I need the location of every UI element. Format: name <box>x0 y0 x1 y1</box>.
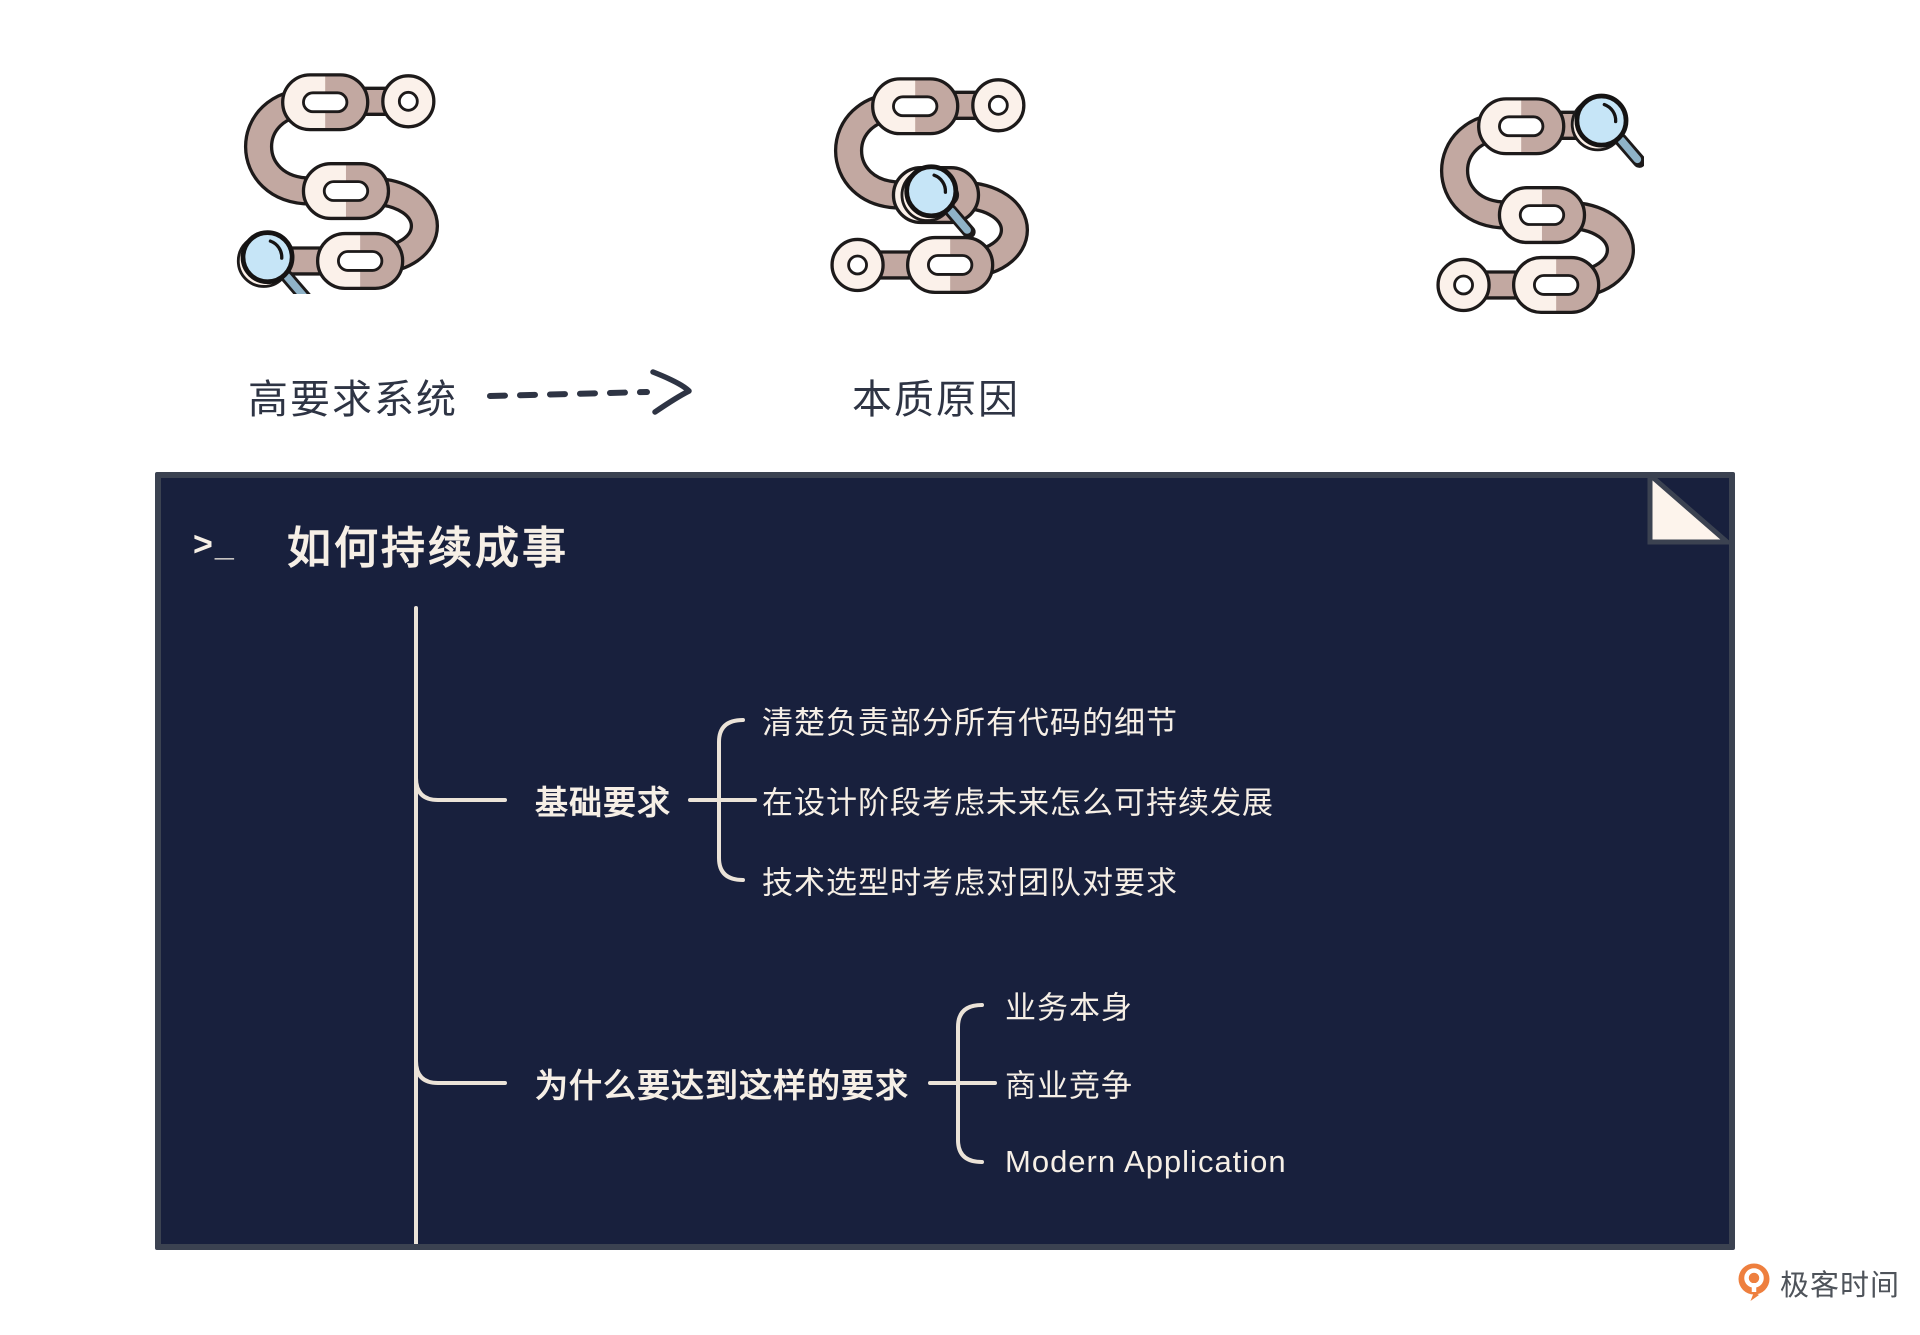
tree-leaf: Modern Application <box>1005 1144 1287 1179</box>
magnifier-icon <box>1572 96 1639 161</box>
tree-node-basic-requirements: 基础要求 <box>535 784 671 821</box>
tree-leaf: 清楚负责部分所有代码的细节 <box>762 705 1178 741</box>
terminal-prompt-icon: >_ <box>193 525 236 564</box>
chain-search-illustration-middle <box>816 60 1038 298</box>
brand-footer: 极客时间 <box>1736 1262 1900 1304</box>
geektime-logo-icon <box>1738 1263 1770 1301</box>
mindmap-card: >_ 如何持续成事 基础要求 清楚负责部分所有代码的细节 在设计阶段考虑未来怎么… <box>155 472 1735 1250</box>
mindmap-connector-lines <box>414 478 1729 1244</box>
chain-links-icon <box>1436 80 1644 315</box>
chain-links-icon <box>830 77 1029 295</box>
tree-leaf: 商业竞争 <box>1005 1068 1133 1104</box>
chain-search-illustration-right <box>1422 80 1644 318</box>
dashed-arrow-icon <box>487 369 692 415</box>
label-root-cause: 本质原因 <box>852 378 1020 422</box>
tree-node-why-requirements: 为什么要达到这样的要求 <box>535 1067 909 1104</box>
label-high-requirement-system: 高要求系统 <box>248 378 458 422</box>
tree-leaf: 业务本身 <box>1005 990 1133 1026</box>
card-title: 如何持续成事 <box>287 524 569 573</box>
chain-search-illustration-left <box>226 56 448 294</box>
tree-leaf: 在设计阶段考虑未来怎么可持续发展 <box>762 785 1274 821</box>
brand-name: 极客时间 <box>1780 1270 1901 1302</box>
tree-leaf: 技术选型时考虑对团队对要求 <box>762 865 1178 901</box>
page-fold-icon <box>1647 478 1729 545</box>
chain-links-icon <box>226 73 439 294</box>
